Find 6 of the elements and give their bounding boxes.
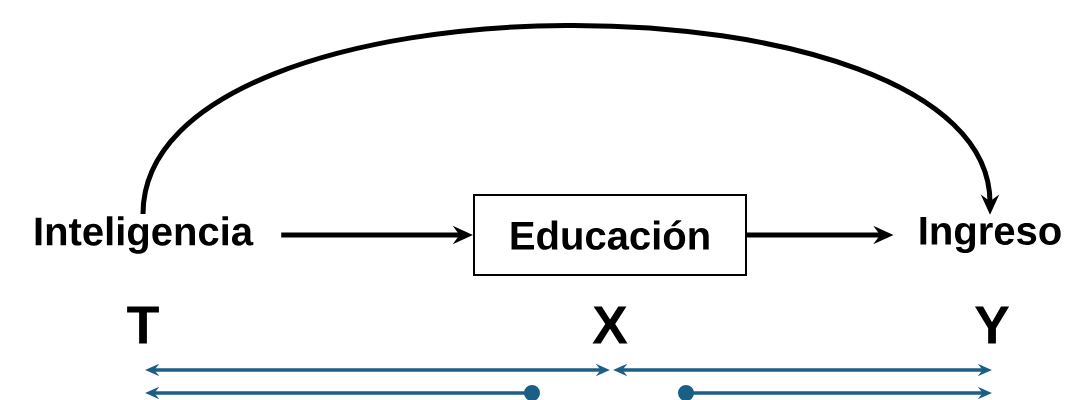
variable-letter: Y	[974, 306, 1010, 344]
text-label: Ingreso	[920, 217, 1061, 253]
process-box: Educación	[473, 194, 747, 276]
arrow	[140, 23, 1000, 215]
variable-letter: T	[127, 306, 159, 344]
text-label: Inteligencia	[35, 216, 254, 254]
